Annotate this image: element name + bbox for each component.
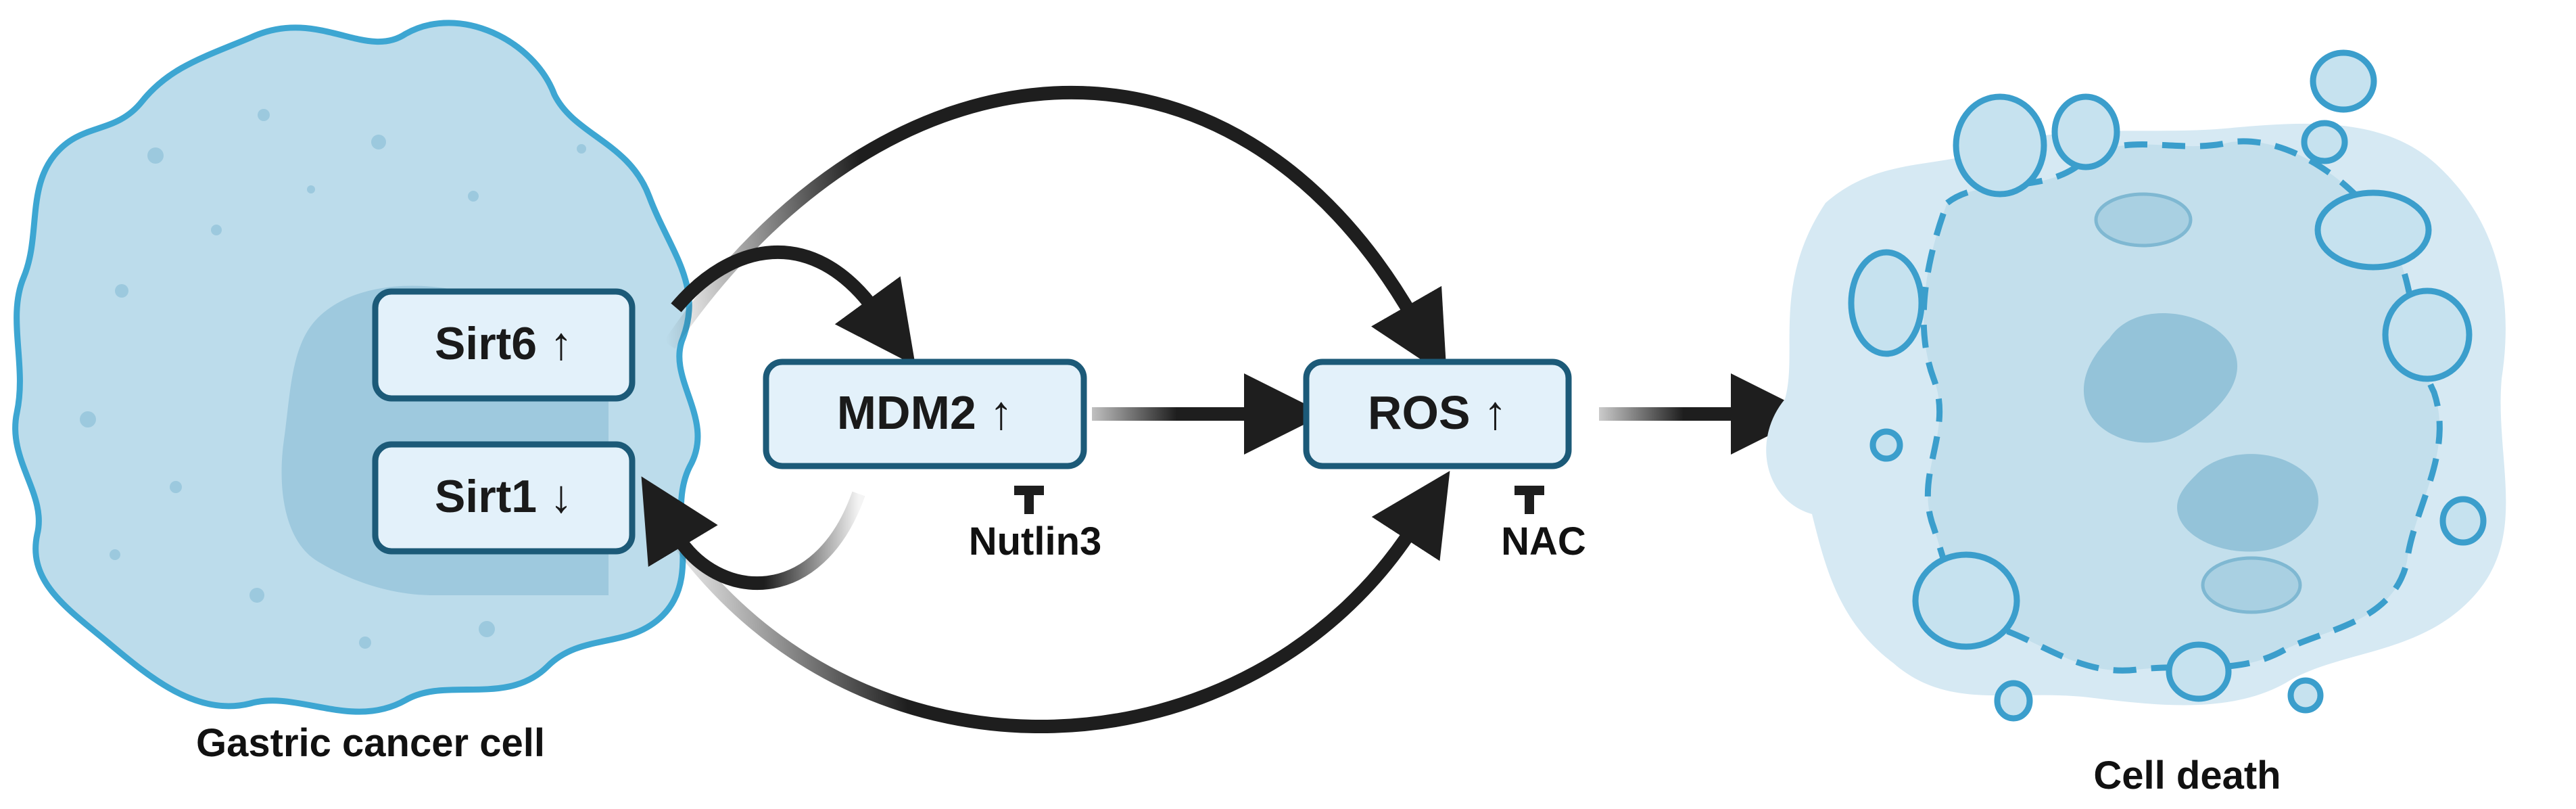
mdm2-box: MDM2 ↑ [763, 359, 1087, 469]
mitochondria [2094, 192, 2302, 614]
ros-box: ROS ↑ [1303, 359, 1572, 469]
arrow-sirt6-to-ros [663, 85, 1447, 377]
sirt1-box: Sirt1 ↓ [372, 441, 636, 555]
mdm2-label: MDM2 ↑ [837, 386, 1013, 439]
sirt6-label: Sirt6 ↑ [435, 318, 573, 369]
blebs [1848, 49, 2487, 722]
cytoplasm-dots [80, 109, 586, 649]
dead-cell-nucleus-lower [2177, 454, 2318, 552]
nac-label: NAC [1501, 519, 1586, 563]
sirt6-box: Sirt6 ↑ [372, 288, 636, 402]
inhibition-bar-icon [1014, 486, 1044, 514]
sirt1-label: Sirt1 ↓ [435, 471, 573, 522]
arrow-sirt1-to-ros [667, 471, 1450, 734]
apoptotic-cell-icon [1766, 49, 2506, 722]
arrow-sirt6-to-mdm2 [671, 245, 916, 366]
nutlin3-label: Nutlin3 [969, 519, 1102, 563]
inhibition-bar-icon [1514, 486, 1544, 514]
cell-death-caption: Cell death [2093, 754, 2281, 798]
ros-label: ROS ↑ [1368, 386, 1507, 439]
dead-cell-nucleus-upper [2083, 313, 2238, 443]
gastric-cancer-cell-caption: Gastric cancer cell [196, 721, 545, 765]
